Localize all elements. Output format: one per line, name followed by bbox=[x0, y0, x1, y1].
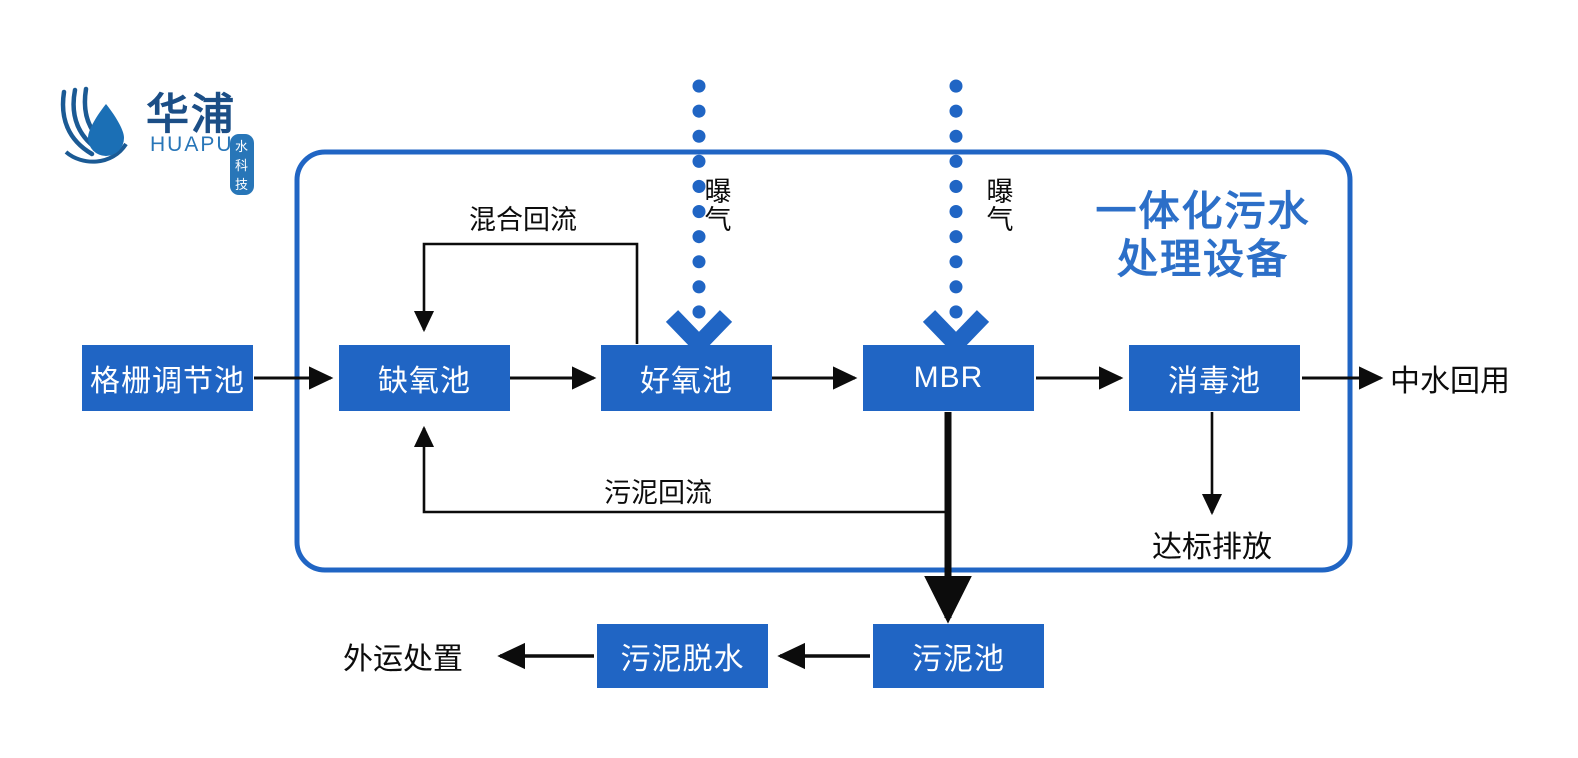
process-box-sludge-tank[interactable]: 污泥池 bbox=[873, 624, 1044, 688]
node-reclaimed-water: 中水回用 bbox=[1390, 358, 1560, 398]
process-box-label: 消毒池 bbox=[1168, 365, 1261, 398]
process-box-grid-tank[interactable]: 格栅调节池 bbox=[82, 345, 253, 411]
chevron-down-arrow bbox=[922, 310, 990, 357]
water-drop-wave-logo-mark bbox=[60, 86, 128, 164]
process-box-label: 污泥脱水 bbox=[620, 643, 745, 676]
page-title-line1: 一体化污水 bbox=[1095, 188, 1311, 234]
process-box-label: 格栅调节池 bbox=[90, 365, 245, 398]
chevron-down-arrow bbox=[665, 310, 733, 357]
aeration-line-2 bbox=[922, 79, 990, 357]
process-box-label: 污泥池 bbox=[912, 643, 1005, 676]
label-aeration-2: 曝气 bbox=[986, 177, 1014, 236]
logo-brand-cn: 华浦 bbox=[146, 92, 236, 139]
process-box-anoxic-tank[interactable]: 缺氧池 bbox=[339, 345, 510, 411]
node-label: 达标排放 bbox=[1152, 531, 1272, 564]
process-box-aerobic-tank[interactable]: 好氧池 bbox=[601, 345, 772, 411]
label-aeration-1: 曝气 bbox=[704, 177, 732, 236]
label-sludge-return: 污泥回流 bbox=[604, 478, 712, 508]
logo-brand-en: HUAPU bbox=[150, 133, 234, 156]
label-mixed-return: 混合回流 bbox=[469, 205, 577, 235]
node-offsite-disposal: 外运处置 bbox=[343, 636, 503, 676]
page-title: 一体化污水 处理设备 bbox=[1084, 188, 1322, 283]
node-label: 中水回用 bbox=[1390, 365, 1510, 398]
process-box-disinfection-tank[interactable]: 消毒池 bbox=[1129, 345, 1300, 411]
path-mixed-return bbox=[413, 242, 639, 344]
process-box-label: MBR bbox=[913, 361, 984, 394]
process-box-label: 好氧池 bbox=[640, 365, 733, 398]
node-label: 外运处置 bbox=[343, 643, 463, 676]
logo-tagline: 水科技 bbox=[230, 134, 255, 195]
process-box-label: 缺氧池 bbox=[378, 365, 471, 398]
process-box-sludge-dewater[interactable]: 污泥脱水 bbox=[597, 624, 768, 688]
page-title-line2: 处理设备 bbox=[1117, 235, 1289, 282]
company-logo: 华浦 HUAPU 水科技 bbox=[58, 78, 255, 195]
node-standard-discharge: 达标排放 bbox=[1127, 524, 1297, 564]
process-box-mbr-unit[interactable]: MBR bbox=[863, 345, 1034, 411]
